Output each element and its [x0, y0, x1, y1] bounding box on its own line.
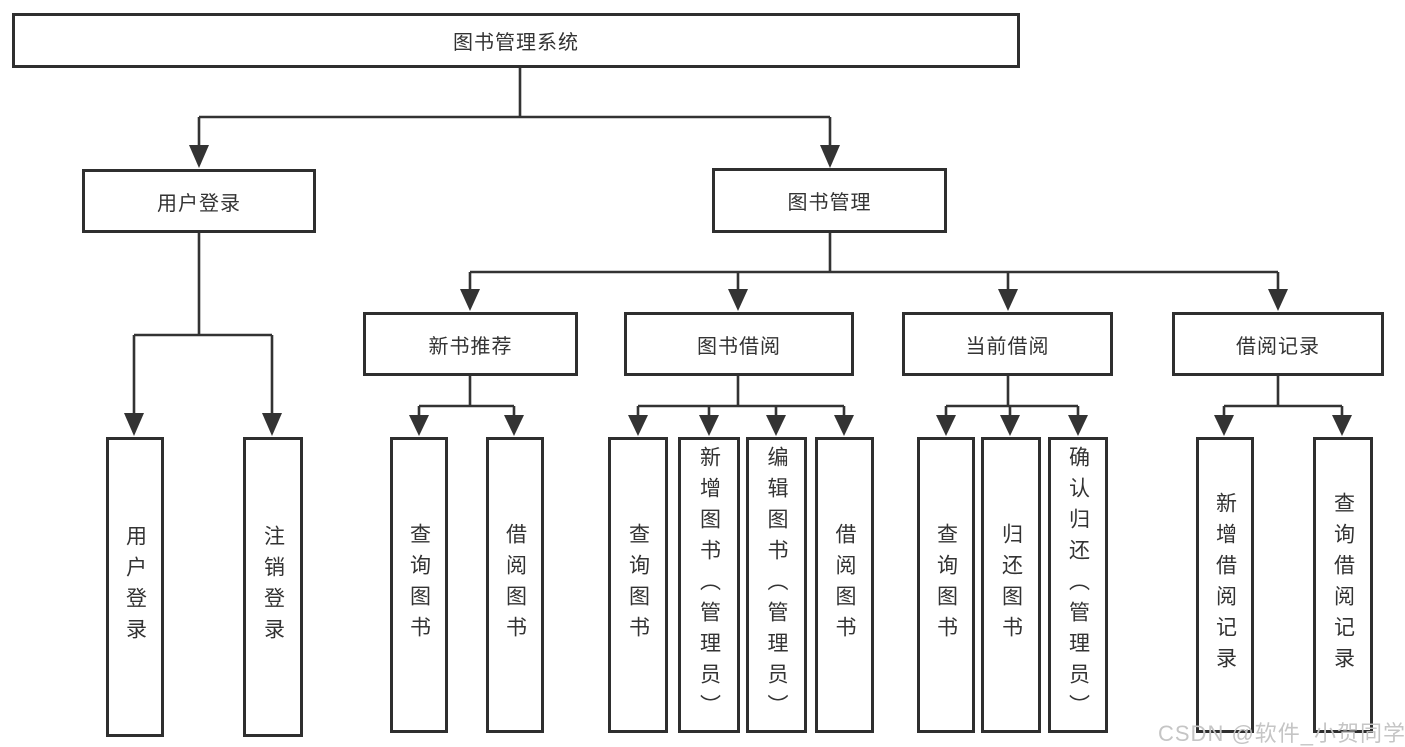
- node-root-system: 图书管理系统: [12, 13, 1020, 68]
- leaf-confirm-return-admin-label: 确认归还（管理员）: [1066, 445, 1090, 725]
- node-user-login: 用户登录: [82, 169, 316, 233]
- leaf-query-borrow-record: 查询借阅记录: [1313, 437, 1373, 733]
- leaf-add-books-admin-label: 新增图书（管理员）: [697, 445, 721, 725]
- leaf-edit-books-admin-label: 编辑图书（管理员）: [765, 445, 788, 725]
- leaf-add-borrow-record-label: 新增借阅记录: [1213, 492, 1237, 678]
- leaf-query-books-rec: 查询图书: [390, 437, 448, 733]
- node-book-management: 图书管理: [712, 168, 947, 233]
- leaf-borrow-books: 借阅图书: [815, 437, 874, 733]
- leaf-query-books-borrow: 查询图书: [608, 437, 668, 733]
- leaf-query-books-borrow-label: 查询图书: [626, 523, 650, 647]
- leaf-edit-books-admin: 编辑图书（管理员）: [746, 437, 807, 733]
- node-current-borrow: 当前借阅: [902, 312, 1113, 376]
- leaf-query-books-current: 查询图书: [917, 437, 975, 733]
- node-book-borrow: 图书借阅: [624, 312, 854, 376]
- leaf-return-books-label: 归还图书: [999, 523, 1023, 647]
- leaf-logout-label: 注销登录: [261, 525, 285, 649]
- leaf-user-login-label: 用户登录: [123, 525, 147, 649]
- leaf-query-books-rec-label: 查询图书: [407, 523, 431, 647]
- leaf-user-login: 用户登录: [106, 437, 164, 737]
- leaf-logout: 注销登录: [243, 437, 303, 737]
- node-root-label: 图书管理系统: [453, 32, 579, 54]
- node-user-login-label: 用户登录: [157, 192, 241, 215]
- leaf-return-books: 归还图书: [981, 437, 1041, 733]
- leaf-query-borrow-record-label: 查询借阅记录: [1331, 492, 1355, 678]
- leaf-query-books-current-label: 查询图书: [934, 523, 958, 647]
- leaf-add-books-admin: 新增图书（管理员）: [678, 437, 740, 733]
- leaf-borrow-books-rec: 借阅图书: [486, 437, 544, 733]
- branch-lines: [132, 66, 1344, 418]
- leaf-borrow-books-rec-label: 借阅图书: [503, 523, 527, 647]
- node-new-book-recommend: 新书推荐: [363, 312, 578, 376]
- leaf-add-borrow-record: 新增借阅记录: [1196, 437, 1254, 733]
- node-borrow-records-label: 借阅记录: [1236, 335, 1320, 358]
- node-new-book-recommend-label: 新书推荐: [428, 335, 513, 358]
- node-borrow-records: 借阅记录: [1172, 312, 1384, 376]
- csdn-watermark: CSDN @软件_小贺同学: [1158, 721, 1405, 746]
- leaf-borrow-books-label: 借阅图书: [833, 523, 856, 647]
- arrowheads: [124, 145, 1352, 436]
- node-current-borrow-label: 当前借阅: [965, 335, 1050, 358]
- node-book-borrow-label: 图书借阅: [697, 335, 781, 358]
- node-book-management-label: 图书管理: [787, 192, 872, 214]
- leaf-confirm-return-admin: 确认归还（管理员）: [1048, 437, 1108, 733]
